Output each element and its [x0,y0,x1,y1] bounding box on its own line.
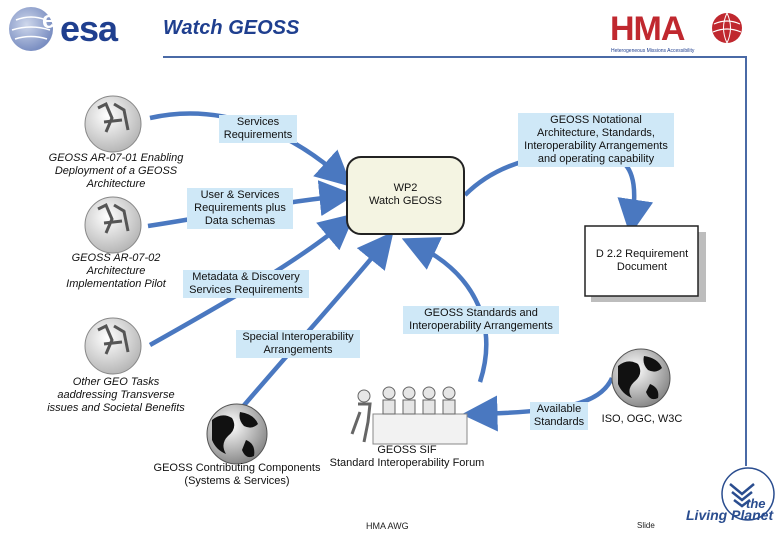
people-circle-icon-1 [84,95,142,153]
globe-icon-iso [611,348,671,408]
arrow-geoss-standards [401,237,489,383]
esa-globe-icon: e [9,7,55,51]
other-geo-caption: Other GEO Tasks aaddressing Transverse i… [47,376,185,414]
ar0701-caption: GEOSS AR-07-01 Enabling Deployment of a … [48,152,184,190]
wp2-box [346,156,465,235]
d22-box [584,225,699,297]
label-geoss-standards: GEOSS Standards and Interoperability Arr… [403,306,559,334]
frame-right-line [745,56,747,466]
brand-the: the [746,496,766,511]
wp2-title: WP2 Watch GEOSS [347,182,464,208]
label-available: Available Standards [530,402,588,430]
sif-line1: GEOSS SIF [377,444,437,456]
hma-globe-icon [712,12,742,44]
wp2-line1: WP2 [393,182,418,194]
svg-text:e: e [42,7,55,34]
label-notational: GEOSS Notational Architecture, Standards… [518,113,674,167]
d22-label: D 2.2 Requirement Document [595,248,689,273]
sif-line2: Standard Interoperability Forum [329,457,485,469]
ar0702-caption: GEOSS AR-07-02 Architecture Implementati… [66,252,166,290]
sif-caption: GEOSS SIF Standard Interoperability Foru… [322,444,492,470]
esa-logo: e esa [6,6,156,52]
arrow-special [238,231,394,412]
hma-logo: HMA Heterogeneous Missions Accessibility [608,10,748,56]
label-user-services: User & Services Requirements plus Data s… [187,188,293,229]
globe-icon-contrib [206,403,268,465]
label-special: Special Interoperability Arrangements [236,330,360,358]
frame-top-line [163,56,747,58]
contrib-caption: GEOSS Contributing Components (Systems &… [153,462,321,487]
hma-logo-text: HMA [610,10,685,48]
wp2-line2: Watch GEOSS [369,195,442,207]
label-metadata: Metadata & Discovery Services Requiremen… [183,270,309,298]
people-circle-icon-2 [84,196,142,254]
esa-logo-text: esa [60,8,118,49]
people-circle-icon-3 [84,317,142,375]
label-services-req: Services Requirements [219,115,297,143]
iso-caption: ISO, OGC, W3C [601,413,683,425]
page-title: Watch GEOSS [163,17,300,39]
brand-living-planet: Living Planet [686,507,774,523]
footer-center: HMA AWG [366,521,409,531]
hma-tagline: Heterogeneous Missions Accessibility [611,48,695,54]
forum-meeting-icon [350,386,468,445]
living-planet-mark-icon [721,467,775,521]
footer-slide: Slide [637,521,655,530]
